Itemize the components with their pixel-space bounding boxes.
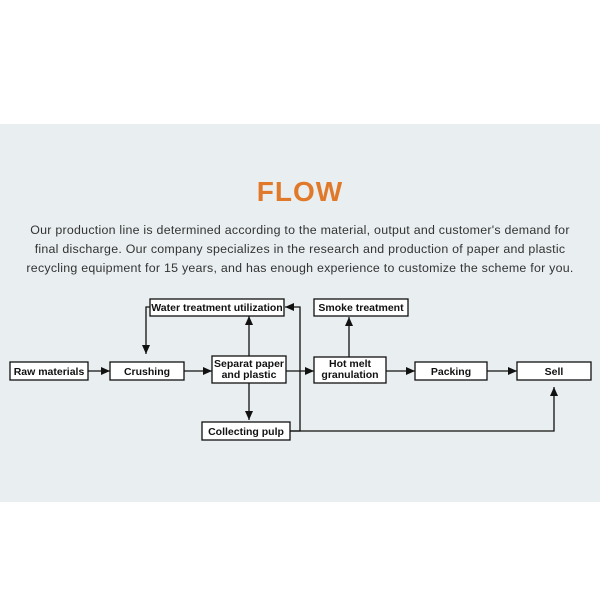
node-label: granulation	[321, 369, 378, 381]
node-label: and plastic	[222, 369, 277, 381]
description: Our production line is determined accord…	[14, 221, 586, 278]
node-label: Sell	[545, 366, 564, 378]
node-label: Crushing	[124, 366, 170, 378]
node-raw-materials: Raw materials	[9, 361, 89, 381]
node-separate: Separat paper and plastic	[211, 355, 287, 384]
arrow-water-to-crushing	[142, 306, 150, 354]
arrow-collecting-to-water	[285, 303, 301, 432]
node-sell: Sell	[516, 361, 592, 381]
node-water-treatment: Water treatment utilization	[149, 298, 285, 317]
node-collecting-pulp: Collecting pulp	[201, 421, 291, 441]
node-label: Separat paper	[214, 358, 284, 370]
node-label: Hot melt	[329, 358, 372, 370]
description-line: final discharge. Our company specializes…	[34, 242, 566, 256]
node-packing: Packing	[414, 361, 488, 381]
node-smoke-treatment: Smoke treatment	[313, 298, 409, 317]
node-label: Raw materials	[14, 366, 85, 378]
node-label: Smoke treatment	[318, 302, 404, 314]
node-label: Collecting pulp	[208, 426, 284, 438]
node-label: Packing	[431, 366, 471, 378]
node-crushing: Crushing	[109, 361, 185, 381]
arrow-collecting-to-sell	[290, 387, 558, 432]
description-line: recycling equipment for 15 years, and ha…	[26, 261, 574, 275]
node-hot-melt: Hot melt granulation	[313, 356, 387, 384]
page-title: FLOW	[256, 176, 344, 207]
description-line: Our production line is determined accord…	[30, 223, 570, 237]
node-label: Water treatment utilization	[151, 302, 282, 314]
